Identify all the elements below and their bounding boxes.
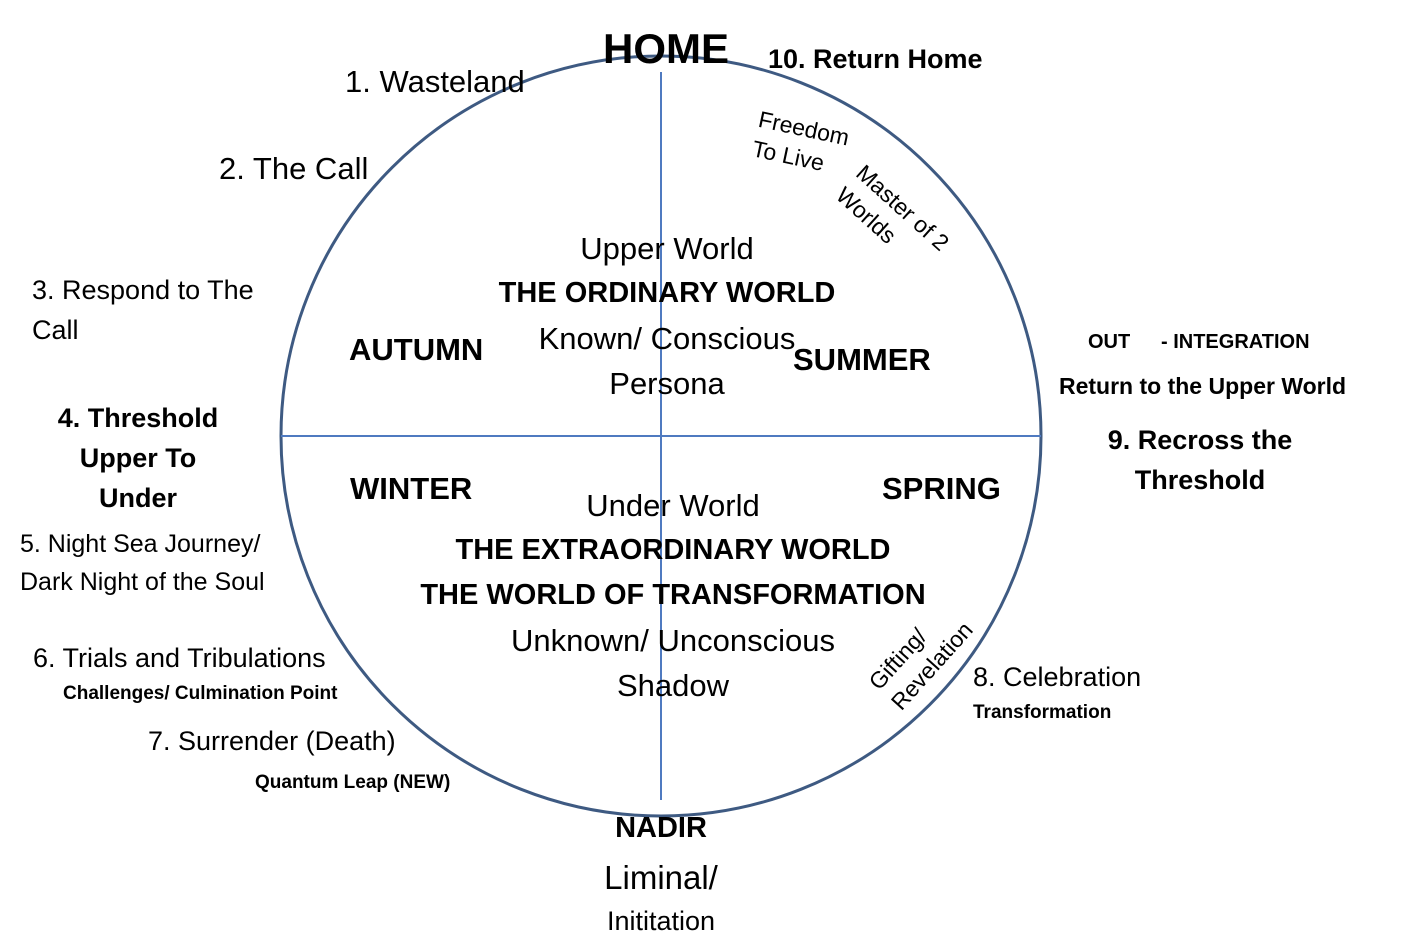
stage-night-sea: 5. Night Sea Journey/ Dark Night of the … [20, 525, 265, 601]
stage-wasteland: 1. Wasteland [345, 64, 525, 99]
return-home-label: 10. Return Home [768, 44, 983, 74]
stage-recross: 9. Recross the Threshold [1100, 420, 1300, 500]
stage-surrender: 7. Surrender (Death) [148, 726, 396, 756]
stage-trials-sub: Challenges/ Culmination Point [63, 683, 338, 704]
shadow-label: Shadow [616, 668, 730, 703]
under-world-title: Under World [586, 488, 760, 523]
season-winter: WINTER [350, 471, 473, 506]
under-world-block: Under World THE EXTRAORDINARY WORLD THE … [373, 483, 973, 708]
extraordinary-world-title: THE EXTRAORDINARY WORLD [455, 534, 891, 566]
stage-trials: 6. Trials and Tribulations [33, 643, 326, 673]
home-label: HOME [603, 25, 729, 72]
out-label: OUT [1088, 331, 1131, 353]
upper-world-block: Upper World THE ORDINARY WORLD Known/ Co… [467, 226, 867, 406]
season-autumn: AUTUMN [349, 332, 484, 367]
ordinary-world-title: THE ORDINARY WORLD [498, 277, 836, 309]
transformation-world-title: THE WORLD OF TRANSFORMATION [420, 579, 926, 611]
stage-call: 2. The Call [219, 151, 369, 186]
stage-respond-line2: Call [32, 315, 79, 345]
stage-threshold-line2: Upper To [79, 443, 197, 473]
initiation-label: Inititation [606, 906, 716, 936]
stage-night-sea-line1: 5. Night Sea Journey/ [20, 530, 261, 558]
stage-recross-line2: Threshold [1134, 465, 1266, 495]
persona-label: Persona [609, 366, 725, 401]
season-spring: SPRING [882, 471, 1001, 506]
integration-label: - INTEGRATION [1161, 331, 1310, 353]
stage-threshold-line3: Under [98, 483, 177, 513]
nadir-label: NADIR [615, 812, 707, 844]
upper-world-title: Upper World [580, 231, 754, 266]
stage-night-sea-line2: Dark Night of the Soul [20, 568, 265, 596]
stage-recross-line1: 9. Recross the [1107, 425, 1293, 455]
unknown-unconscious-label: Unknown/ Unconscious [511, 623, 835, 658]
known-conscious-label: Known/ Conscious [538, 321, 796, 356]
stage-surrender-sub: Quantum Leap (NEW) [255, 772, 451, 793]
stage-threshold: 4. Threshold Upper To Under [38, 398, 238, 518]
stage-celebration: 8. Celebration [973, 662, 1142, 692]
liminal-label: Liminal/ [604, 859, 718, 896]
stage-celebration-sub: Transformation [973, 702, 1112, 723]
stage-respond-line1: 3. Respond to The [32, 275, 254, 305]
stage-respond: 3. Respond to The Call [32, 270, 254, 350]
stage-threshold-line1: 4. Threshold [57, 403, 219, 433]
season-summer: SUMMER [793, 342, 931, 377]
return-upper-label: Return to the Upper World [1059, 373, 1347, 399]
